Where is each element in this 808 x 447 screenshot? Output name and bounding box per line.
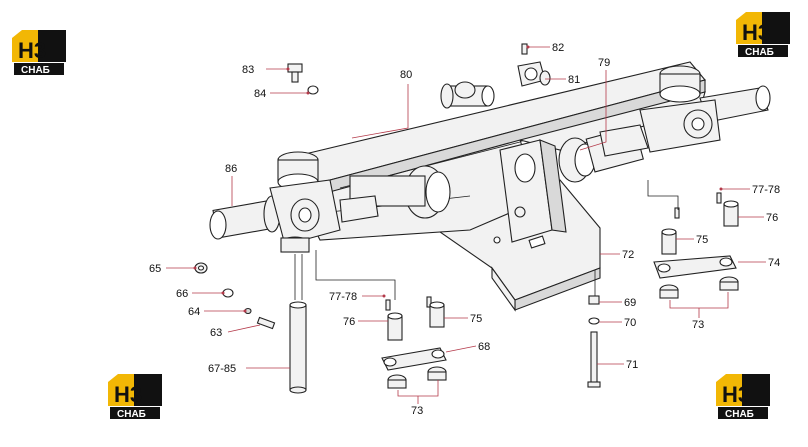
bolt-stack-69-71 <box>587 295 601 388</box>
brand-mark: H3 <box>18 38 46 63</box>
label-63: 63 <box>210 327 222 339</box>
label-66: 66 <box>176 288 188 300</box>
label-83: 83 <box>242 64 254 76</box>
label-77-78-left: 77-78 <box>329 291 357 303</box>
label-81: 81 <box>568 74 580 86</box>
leader-lines <box>166 45 766 404</box>
label-75-left: 75 <box>470 313 482 325</box>
label-71: 71 <box>626 359 638 371</box>
left-axle <box>209 179 379 253</box>
label-72: 72 <box>622 249 634 261</box>
label-74: 74 <box>768 257 780 269</box>
brand-mark: H3 <box>722 382 750 407</box>
label-68: 68 <box>478 341 490 353</box>
pin-82 <box>521 43 528 55</box>
label-73-right: 73 <box>692 319 704 331</box>
brand-mark: H3 <box>742 20 770 45</box>
hub-81 <box>517 61 551 87</box>
brand-name: CHAБ <box>725 409 754 420</box>
label-70: 70 <box>624 317 636 329</box>
label-65: 65 <box>149 263 161 275</box>
label-82: 82 <box>552 42 564 54</box>
label-69: 69 <box>624 297 636 309</box>
left-linkage <box>381 296 447 389</box>
bolt-83 <box>287 63 303 83</box>
center-column <box>499 139 567 243</box>
part-labels: 83 84 80 82 81 79 86 77-78 76 75 74 73 7… <box>149 42 780 417</box>
brand-logo-top-left: H3 CHAБ <box>12 30 66 76</box>
label-75-right: 75 <box>696 234 708 246</box>
label-76-left: 76 <box>343 316 355 328</box>
brand-logo-bottom-left: H3 CHAБ <box>108 374 162 420</box>
label-76-right: 76 <box>766 212 778 224</box>
brand-logo-bottom-right: H3 CHAБ <box>716 374 770 420</box>
brand-logo-top-right: H3 CHAБ <box>736 12 790 58</box>
label-79: 79 <box>598 57 610 69</box>
nut-65 <box>194 262 208 274</box>
label-64: 64 <box>188 306 200 318</box>
label-73-left: 73 <box>411 405 423 417</box>
right-axle <box>599 85 771 157</box>
label-86: 86 <box>225 163 237 175</box>
brand-name: CHAБ <box>117 409 146 420</box>
label-84: 84 <box>254 88 266 100</box>
shaft-coupling <box>440 81 495 109</box>
pin-67-85 <box>289 301 307 394</box>
brand-name: CHAБ <box>21 65 50 76</box>
guide-lines <box>315 180 679 300</box>
label-67-85: 67-85 <box>208 363 236 375</box>
brand-name: CHAБ <box>745 47 774 58</box>
brand-mark: H3 <box>114 382 142 407</box>
label-80: 80 <box>400 69 412 81</box>
bolt-63 <box>256 316 276 330</box>
right-linkage <box>653 192 739 299</box>
washer-84 <box>307 85 319 95</box>
label-77-78-right: 77-78 <box>752 184 780 196</box>
